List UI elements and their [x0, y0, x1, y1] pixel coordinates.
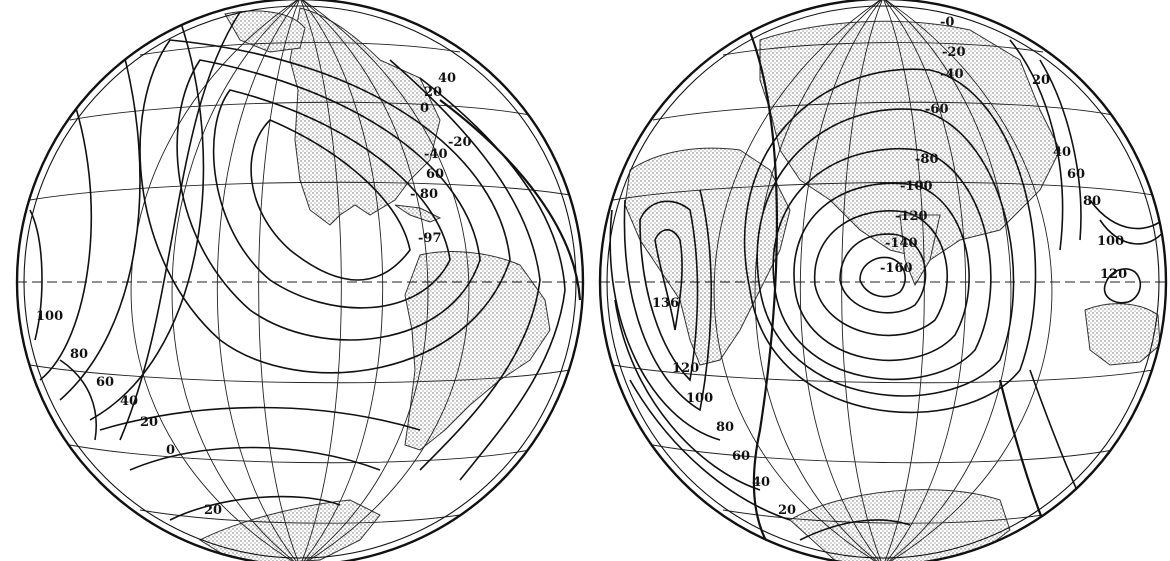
right-hemisphere-inner-rim	[606, 5, 1160, 559]
right-contour-labels: -0 -20 20 -40 -60 -80 40 60 80 -100 -120…	[652, 15, 1127, 518]
land-eurasia	[759, 20, 1061, 261]
contour-label: 120	[1100, 267, 1127, 282]
contour-label: 40	[438, 71, 456, 86]
contour-label: 136	[652, 296, 679, 311]
right-meridians	[713, 0, 1053, 561]
land-south-america	[404, 251, 551, 451]
contour-label: 20	[1032, 73, 1050, 88]
contour-label: 80	[716, 420, 734, 435]
contour-label: -0	[940, 15, 954, 30]
contour-label: 40	[120, 394, 138, 409]
left-contours	[29, 11, 582, 521]
contour-label: - 80	[410, 187, 438, 202]
contour-label: -20	[942, 45, 966, 60]
right-hemisphere-rim	[598, 0, 1168, 561]
contour-label: -140	[885, 236, 918, 251]
contour-label: -97	[418, 231, 442, 246]
contour-label: -80	[915, 152, 939, 167]
contour-label: 20	[424, 85, 442, 100]
contour-label: -20	[448, 135, 472, 150]
contour-label: 40	[752, 475, 770, 490]
left-contour-labels: 40 20 0 -20 -40 60 - 80 -97 100 80 60 40…	[36, 71, 472, 518]
contour-label: 20	[204, 503, 222, 518]
contour-label: 60	[426, 167, 444, 182]
contour-label: 120	[672, 361, 699, 376]
contour-label: 80	[1083, 194, 1101, 209]
contour-label: 40	[1053, 145, 1071, 160]
contour-label: -40	[940, 67, 964, 82]
contour-label: 100	[686, 391, 713, 406]
left-parallels	[17, 42, 583, 524]
land-australia	[1084, 303, 1161, 366]
contour-label: -100	[900, 179, 933, 194]
land-caribbean	[394, 204, 442, 223]
contour-label: 100	[1097, 234, 1124, 249]
left-hemisphere-rim	[15, 0, 585, 561]
contour-label: 0	[166, 443, 175, 458]
contour-label: -40	[424, 147, 448, 162]
land-antarctica	[198, 499, 381, 561]
land-antarctica-east	[789, 489, 1011, 561]
contour-label: -60	[925, 102, 949, 117]
contour-label: 60	[96, 375, 114, 390]
land-india	[899, 214, 941, 287]
land-africa	[624, 147, 791, 366]
right-hemisphere: -0 -20 20 -40 -60 -80 40 60 80 -100 -120…	[598, 0, 1168, 561]
left-meridians	[130, 0, 470, 561]
contour-label: 0	[420, 101, 429, 116]
right-parallels	[600, 42, 1166, 524]
left-hemisphere: 40 20 0 -20 -40 60 - 80 -97 100 80 60 40…	[15, 0, 585, 561]
contour-label: 80	[70, 347, 88, 362]
left-hemisphere-inner-rim	[23, 5, 577, 559]
contour-label: 20	[140, 415, 158, 430]
contour-label: 60	[1067, 167, 1085, 182]
contour-label: 60	[732, 449, 750, 464]
contour-label: 100	[36, 309, 63, 324]
contour-label: -160	[880, 261, 913, 276]
contour-label: 20	[778, 503, 796, 518]
contour-label: -120	[895, 209, 928, 224]
